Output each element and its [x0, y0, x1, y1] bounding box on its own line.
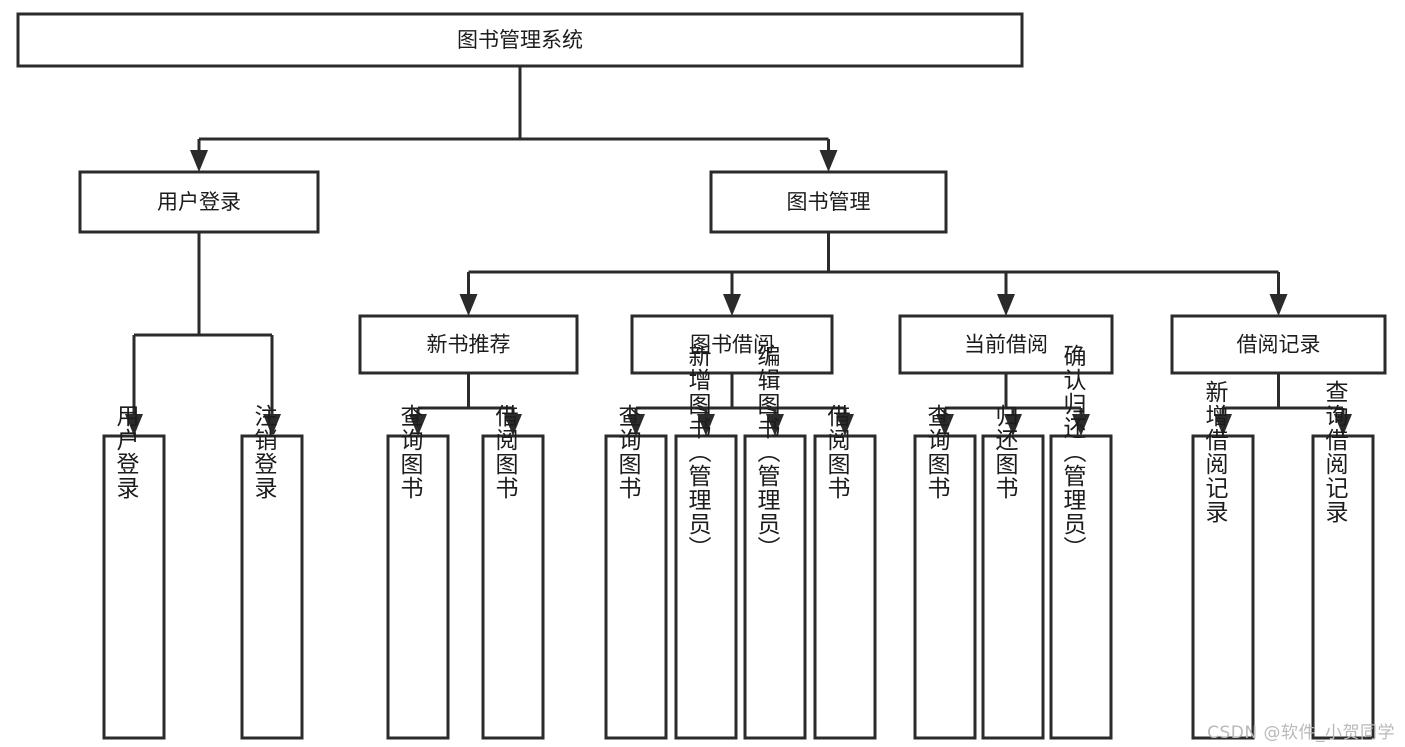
book-manage-branch-arrow-3 — [1269, 294, 1288, 316]
book-manage-branch-arrow-2 — [997, 294, 1015, 316]
node-leaf-add-book[interactable]: 新增图书（管理员） — [674, 344, 738, 740]
node-leaf-edit-book-rect — [743, 434, 807, 740]
node-leaf-add-book-label: 新增图书（管理员） — [684, 344, 712, 560]
node-root-system[interactable]: 图书管理系统 — [16, 12, 1024, 68]
leaf-branch-new_book_rec-arrow-0 — [409, 414, 427, 436]
node-leaf-add-record[interactable]: 新增借阅记录 — [1191, 380, 1255, 740]
node-leaf-user-login-rect — [102, 434, 166, 740]
node-leaf-query-book-borrow[interactable]: 查询图书 — [604, 404, 668, 740]
node-leaf-edit-book-label: 编辑图书（管理员） — [753, 344, 781, 560]
leaf-branch-user_login-arrow-1 — [263, 414, 281, 436]
node-leaf-add-book-rect — [674, 434, 738, 740]
leaf-branch-current_borrow-arrow-0 — [936, 414, 954, 436]
leaf-branch-book_borrow-arrow-3 — [836, 414, 854, 436]
book-manage-branch-arrow-0 — [459, 294, 478, 316]
node-user-login-rect — [78, 170, 320, 234]
root-branch-arrow-0 — [190, 150, 208, 172]
node-leaf-user-login[interactable]: 用户登录 — [102, 404, 166, 740]
node-leaf-confirm-return-rect — [1049, 434, 1113, 740]
node-book-borrow-label: 图书借阅 — [690, 333, 774, 357]
leaf-branch-user_login-arrow-0 — [125, 414, 143, 436]
node-leaf-logout-label: 注销登录 — [250, 404, 278, 500]
node-leaf-borrow-book-rec-label: 借阅图书 — [491, 404, 519, 500]
node-leaf-query-record-rect — [1311, 434, 1375, 740]
node-book-manage-rect — [709, 170, 948, 234]
node-leaf-logout-rect — [240, 434, 304, 740]
node-leaf-borrow-book-rect — [813, 434, 877, 740]
node-leaf-return-book[interactable]: 归还图书 — [981, 404, 1045, 740]
node-leaf-query-book-current-label: 查询图书 — [923, 404, 951, 500]
root-branch-arrow-1 — [819, 150, 838, 172]
node-borrow-record-rect — [1170, 314, 1387, 375]
node-root-system-rect — [16, 12, 1024, 68]
node-current-borrow[interactable]: 当前借阅 — [898, 314, 1114, 375]
node-leaf-logout[interactable]: 注销登录 — [240, 404, 304, 740]
leaf-branch-book_borrow-arrow-0 — [627, 414, 645, 436]
node-borrow-record[interactable]: 借阅记录 — [1170, 314, 1387, 375]
node-new-book-rec[interactable]: 新书推荐 — [358, 314, 579, 375]
node-leaf-edit-book[interactable]: 编辑图书（管理员） — [743, 344, 807, 740]
node-book-borrow[interactable]: 图书借阅 — [630, 314, 834, 375]
leaf-branch-book_borrow-arrow-2 — [766, 414, 784, 436]
node-leaf-user-login-label: 用户登录 — [112, 404, 140, 500]
node-current-borrow-rect — [898, 314, 1114, 375]
node-leaf-return-book-label: 归还图书 — [991, 404, 1019, 500]
node-leaf-query-book-borrow-label: 查询图书 — [614, 404, 642, 500]
node-leaf-query-book-borrow-rect — [604, 434, 668, 740]
node-root-system-label: 图书管理系统 — [457, 28, 583, 52]
node-new-book-rec-rect — [358, 314, 579, 375]
node-leaf-borrow-book-label: 借阅图书 — [823, 404, 851, 500]
watermark-label: CSDN @软件_小贺同学 — [1207, 723, 1395, 743]
leaf-branch-new_book_rec-arrow-1 — [504, 414, 522, 436]
node-leaf-query-book-current-rect — [913, 434, 977, 740]
book-manage-branch-arrow-1 — [723, 294, 741, 316]
nodes-layer: 图书管理系统用户登录图书管理新书推荐图书借阅当前借阅借阅记录用户登录注销登录查询… — [16, 12, 1387, 740]
node-leaf-return-book-rect — [981, 434, 1045, 740]
node-leaf-query-book-current[interactable]: 查询图书 — [913, 404, 977, 740]
node-borrow-record-label: 借阅记录 — [1237, 333, 1321, 357]
leaf-branch-borrow_record-arrow-0 — [1214, 414, 1232, 436]
node-user-login[interactable]: 用户登录 — [78, 170, 320, 234]
node-book-manage-label: 图书管理 — [787, 190, 871, 214]
node-leaf-query-book-rec-rect — [386, 434, 450, 740]
leaf-branch-book_borrow-arrow-1 — [697, 414, 715, 436]
node-leaf-confirm-return[interactable]: 确认归还（管理员） — [1049, 344, 1113, 740]
node-leaf-query-record-label: 查询借阅记录 — [1321, 380, 1349, 524]
node-book-borrow-rect — [630, 314, 834, 375]
node-leaf-borrow-book[interactable]: 借阅图书 — [813, 404, 877, 740]
node-book-manage[interactable]: 图书管理 — [709, 170, 948, 234]
node-user-login-label: 用户登录 — [157, 190, 241, 214]
node-leaf-confirm-return-label: 确认归还（管理员） — [1059, 344, 1087, 560]
leaf-branch-borrow_record-arrow-1 — [1334, 414, 1352, 436]
node-leaf-query-book-rec-label: 查询图书 — [396, 404, 424, 500]
leaf-branch-current_borrow-arrow-1 — [1004, 414, 1022, 436]
node-leaf-query-book-rec[interactable]: 查询图书 — [386, 404, 450, 740]
leaf-branch-current_borrow-arrow-2 — [1072, 414, 1090, 436]
node-current-borrow-label: 当前借阅 — [964, 333, 1048, 357]
node-leaf-add-record-rect — [1191, 434, 1255, 740]
node-new-book-rec-label: 新书推荐 — [427, 333, 511, 357]
node-leaf-add-record-label: 新增借阅记录 — [1201, 380, 1229, 524]
node-leaf-borrow-book-rec-rect — [481, 434, 545, 740]
connectors-layer — [125, 66, 1352, 436]
node-leaf-query-record[interactable]: 查询借阅记录 — [1311, 380, 1375, 740]
node-leaf-borrow-book-rec[interactable]: 借阅图书 — [481, 404, 545, 740]
